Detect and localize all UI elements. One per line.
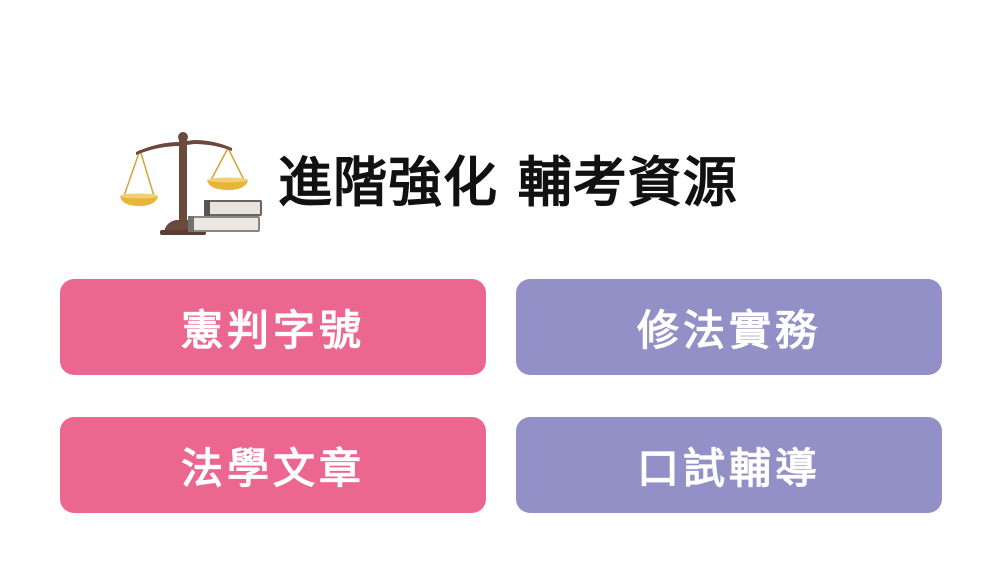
page-title: 進階強化 輔考資源 xyxy=(278,151,738,214)
law-amendment-practice-button[interactable]: 修法實務 xyxy=(516,279,942,375)
button-label: 修法實務 xyxy=(636,305,821,355)
constitutional-ruling-numbers-button[interactable]: 憲判字號 xyxy=(60,279,486,375)
page-header: 進階強化 輔考資源 xyxy=(118,128,738,238)
button-label: 法學文章 xyxy=(180,443,365,493)
button-label: 憲判字號 xyxy=(180,305,365,355)
scales-and-books-icon xyxy=(120,132,262,235)
button-label: 口試輔導 xyxy=(636,443,821,493)
oral-exam-coaching-button[interactable]: 口試輔導 xyxy=(516,417,942,513)
legal-articles-button[interactable]: 法學文章 xyxy=(60,417,486,513)
